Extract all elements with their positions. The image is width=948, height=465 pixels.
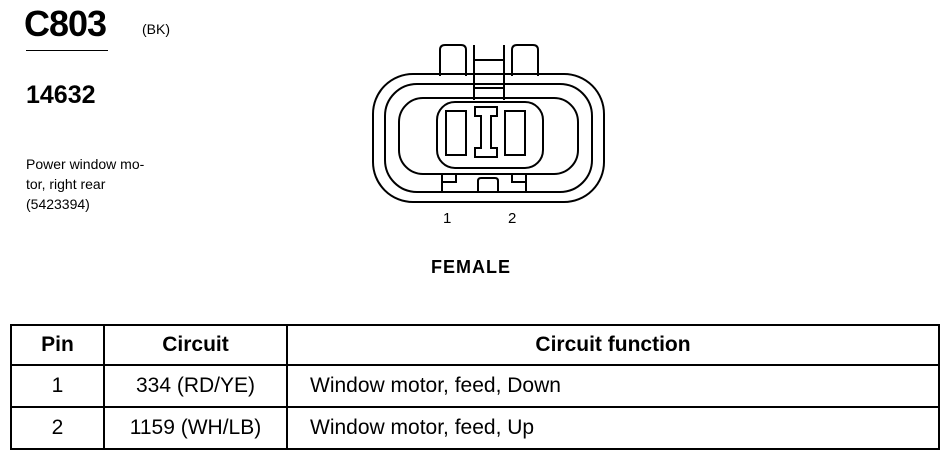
connector-id-underline: [26, 50, 108, 51]
table-header-row: Pin Circuit Circuit function: [10, 324, 940, 366]
seal-ring: [436, 101, 544, 169]
latch-tab: [439, 44, 539, 100]
pin-label-1: 1: [443, 210, 452, 227]
polarization-key: [474, 106, 498, 158]
cavity-block: [398, 97, 579, 175]
header-circuit: Circuit: [103, 324, 288, 366]
connector-color-code: (BK): [142, 21, 170, 37]
table-row: 1 334 (RD/YE) Window motor, feed, Down: [10, 364, 940, 408]
bottom-notches: [441, 173, 527, 192]
connector-face-diagram: [372, 44, 605, 203]
table-row: 2 1159 (WH/LB) Window motor, feed, Up: [10, 406, 940, 450]
circuit-table: Pin Circuit Circuit function 1 334 (RD/Y…: [10, 324, 940, 450]
cell-circuit-function: Window motor, feed, Up: [286, 406, 940, 450]
description-line-3: (5423394): [26, 196, 90, 212]
cell-circuit-function: Window motor, feed, Down: [286, 364, 940, 408]
description-line-2: tor, right rear: [26, 176, 106, 192]
cell-circuit: 1159 (WH/LB): [103, 406, 288, 450]
cell-pin: 1: [10, 364, 105, 408]
connector-id: C803: [24, 3, 107, 44]
cell-pin: 2: [10, 406, 105, 450]
connector-gender-label: FEMALE: [431, 257, 511, 277]
header-pin: Pin: [10, 324, 105, 366]
housing-outer: [372, 73, 605, 203]
description-line-1: Power window mo-: [26, 156, 145, 172]
pin-label-2: 2: [508, 210, 517, 227]
housing-inner: [384, 83, 593, 193]
part-number: 14632: [26, 81, 96, 109]
header-circuit-function: Circuit function: [286, 324, 940, 366]
cell-circuit: 334 (RD/YE): [103, 364, 288, 408]
connector-description: Power window mo- tor, right rear (542339…: [26, 154, 144, 214]
terminal-pin-1: [445, 110, 467, 156]
terminal-pin-2: [504, 110, 526, 156]
